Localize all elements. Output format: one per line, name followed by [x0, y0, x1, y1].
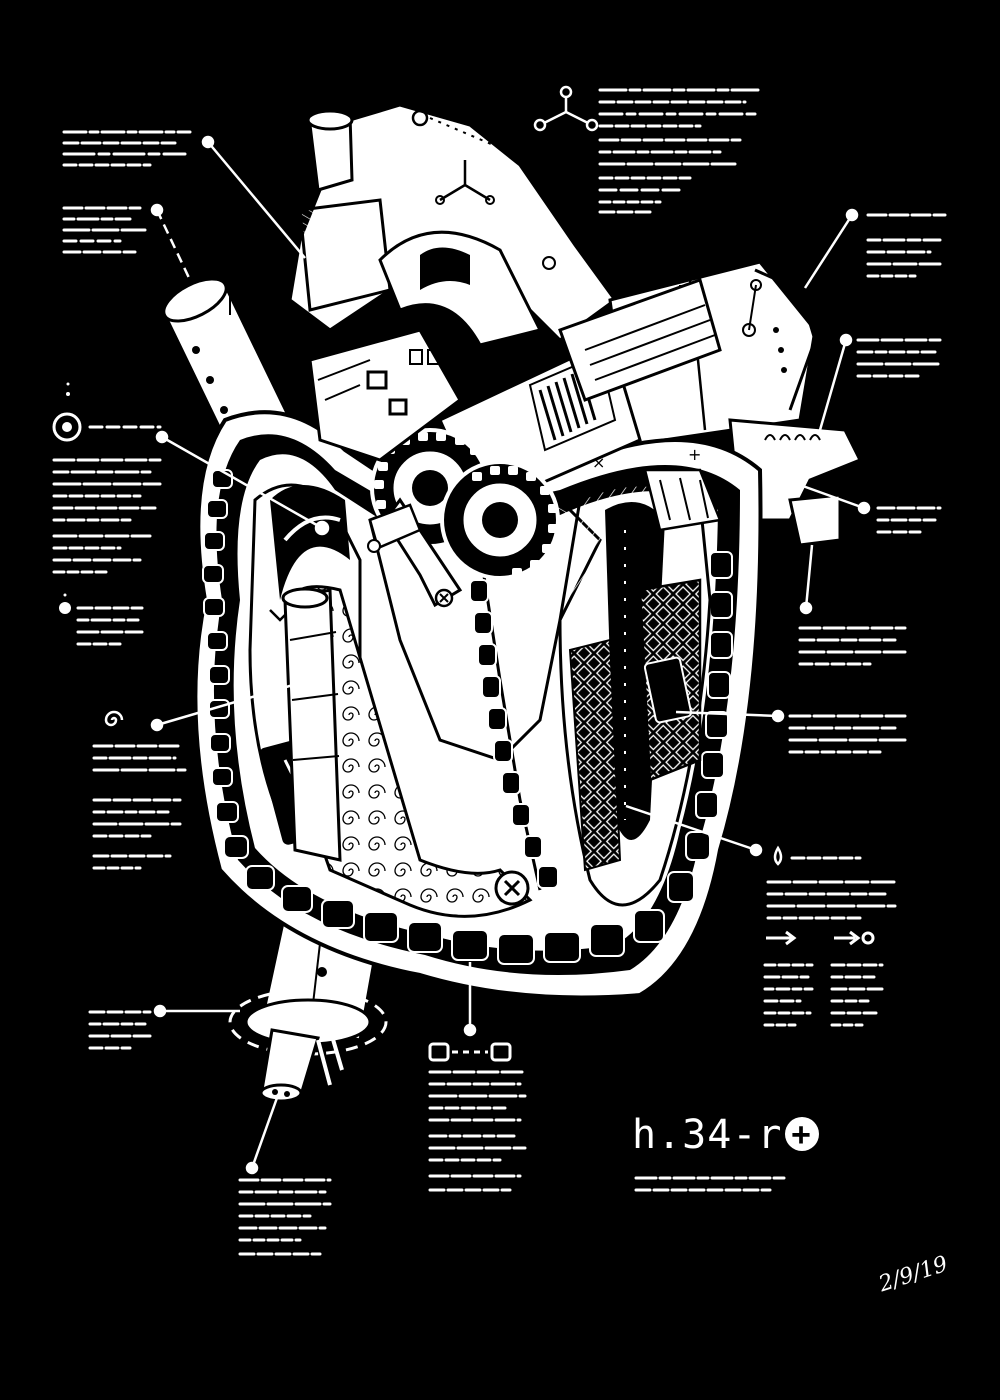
arrow-right-icon	[766, 930, 797, 946]
droplet-icon	[773, 845, 783, 866]
note-block-left-3	[52, 425, 162, 574]
septal-conduit	[281, 585, 533, 918]
aortic-arch	[288, 103, 618, 347]
note-block-right-4	[798, 626, 907, 666]
triangle-node-icon	[533, 85, 599, 132]
note-block-right-2	[856, 338, 942, 378]
note-block-left-5	[92, 744, 187, 870]
note-block-right-3	[876, 506, 942, 534]
plus-circle-icon: +	[784, 1117, 819, 1151]
model-code-label: h.34-r+	[632, 1112, 819, 1158]
square-link-square-icon	[428, 1042, 512, 1062]
septal-cell-column	[469, 579, 559, 889]
note-block-bottom-left	[88, 1010, 152, 1050]
svg-text:×: ×	[592, 453, 605, 472]
small-dot-icon	[59, 593, 71, 614]
note-block-top-left	[62, 130, 192, 167]
note-block-under-model	[634, 1176, 787, 1192]
model-code-text: h.34-r	[632, 1112, 783, 1158]
note-block-right-7b	[830, 963, 884, 1027]
pulmonary-veins	[728, 418, 863, 547]
left-ventricle	[558, 468, 722, 907]
callout-lines	[150, 135, 871, 1175]
note-block-right-7a	[763, 963, 814, 1027]
annotation-text-blocks	[52, 88, 947, 1256]
note-block-left-4	[76, 606, 144, 646]
note-block-bottom-center	[428, 1070, 527, 1192]
note-block-bottom-left-2	[238, 1178, 332, 1256]
note-block-top-center	[598, 88, 762, 214]
note-block-right-1	[866, 213, 947, 278]
valve-rings	[367, 428, 560, 608]
note-block-right-6	[766, 856, 897, 920]
note-block-left-2	[62, 206, 147, 254]
arrow-to-circle-icon	[834, 930, 875, 946]
svg-text:+: +	[688, 445, 701, 464]
target-ring-icon	[52, 382, 82, 442]
spiral-icon	[104, 710, 124, 727]
note-block-right-5	[788, 714, 907, 754]
muscle-cell-chain	[202, 469, 733, 965]
atrium-panel	[308, 328, 462, 462]
